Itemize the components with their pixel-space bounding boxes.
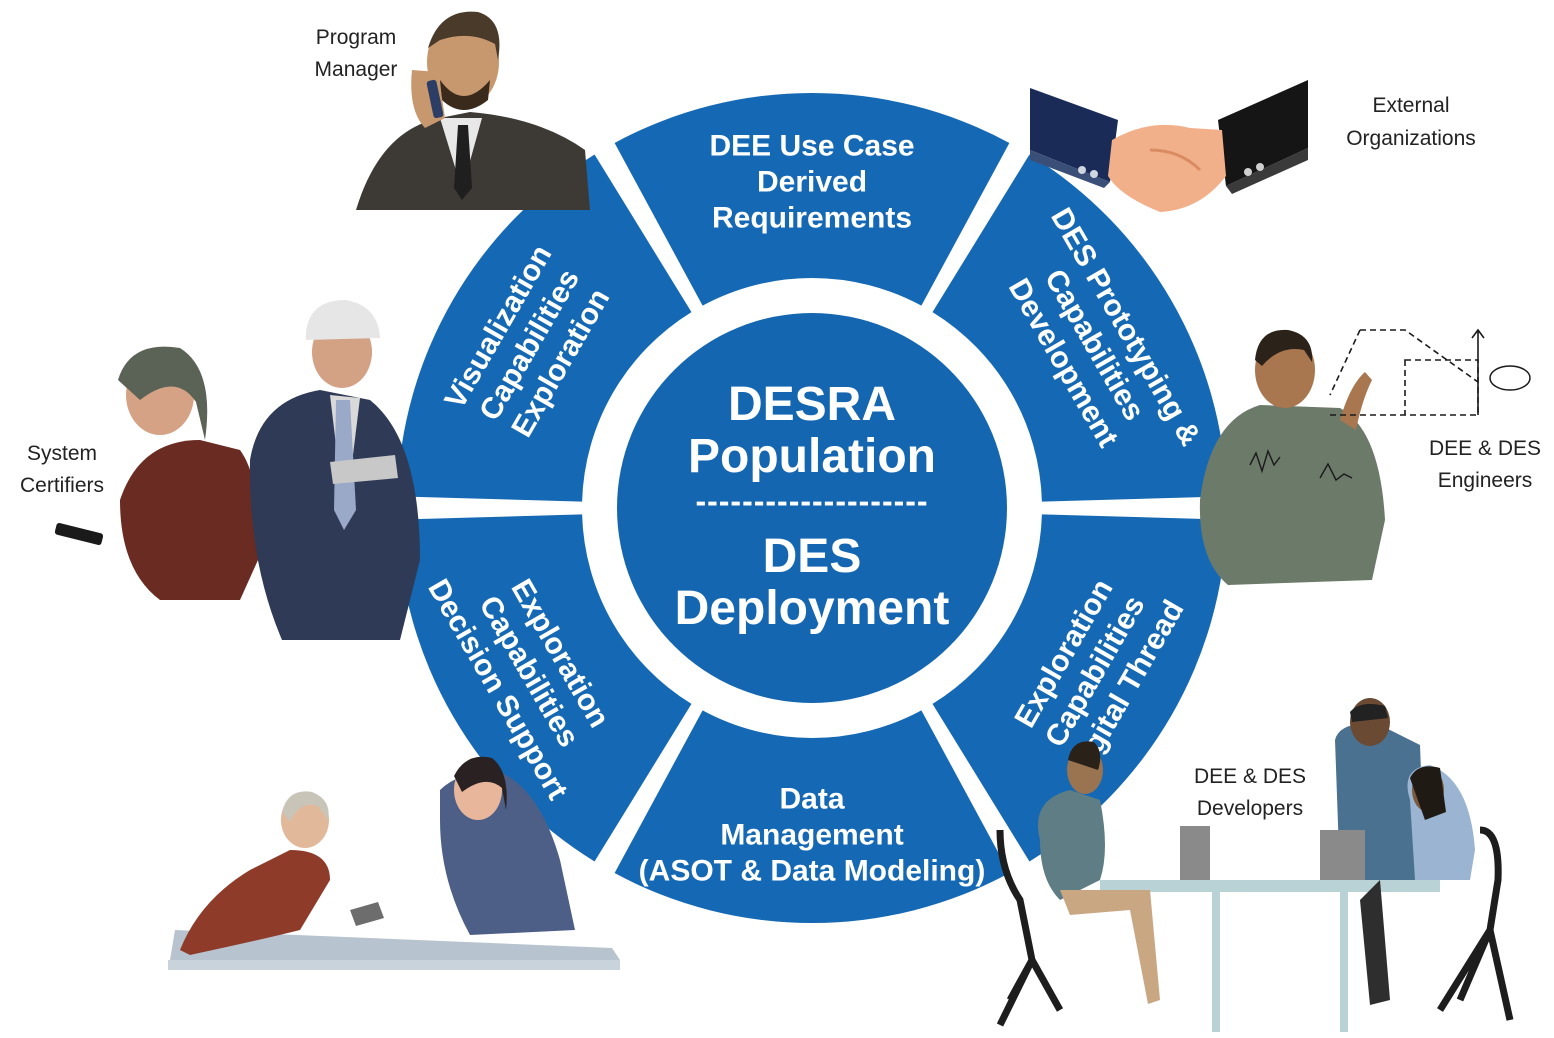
role-program-manager-line-2: Manager	[315, 58, 398, 81]
wheel-segment-top	[614, 93, 1010, 306]
program-manager-figure	[356, 11, 590, 210]
engineer-figure	[1199, 328, 1531, 585]
segment-label-bottom-line-1: Data	[779, 783, 844, 816]
segment-label-top-line-1: DEE Use Case	[709, 130, 914, 163]
center-circle	[617, 313, 1007, 703]
role-system-certifiers-line-2: Certifiers	[20, 474, 104, 497]
wheel-segment-lower-right	[932, 514, 1227, 862]
wheel-segment-upper-right	[932, 154, 1227, 502]
wheel-segments	[397, 93, 1227, 923]
handshake-illustration	[1030, 80, 1308, 212]
decision-support-figure	[168, 756, 620, 970]
center-title: DESRA Population -------------------- DE…	[675, 378, 950, 635]
wheel-segment-lower-left	[397, 514, 692, 862]
role-dee-des-engineers-line-2: Engineers	[1438, 469, 1533, 492]
segment-label-bottom-line-2: Management	[720, 819, 903, 852]
role-program-manager-line-1: Program	[316, 26, 397, 49]
system-certifiers-figure	[54, 300, 420, 640]
role-dee-des-developers-line-2: Developers	[1197, 797, 1303, 820]
center-title-line-2: Population	[688, 430, 936, 483]
role-labels: Program Manager External Organizations D…	[20, 26, 1541, 820]
wheel-segment-upper-left	[397, 154, 692, 502]
center-title-line-4: Deployment	[675, 582, 950, 635]
role-external-organizations-line-1: External	[1372, 94, 1449, 117]
wheel-segment-bottom	[614, 710, 1010, 923]
center-title-line-1: DESRA	[728, 378, 896, 431]
role-external-organizations-line-2: Organizations	[1346, 127, 1476, 150]
role-system-certifiers-line-1: System	[27, 442, 97, 465]
role-dee-des-developers-line-1: DEE & DES	[1194, 765, 1306, 788]
center-title-line-3: DES	[763, 530, 862, 583]
developers-figure	[996, 698, 1514, 1032]
segment-label-bottom-line-3: (ASOT & Data Modeling)	[639, 855, 986, 888]
role-dee-des-engineers-line-1: DEE & DES	[1429, 437, 1541, 460]
center-divider: --------------------	[695, 483, 928, 519]
segment-label-top-line-3: Requirements	[712, 202, 912, 235]
segment-label-top-line-2: Derived	[757, 166, 867, 199]
